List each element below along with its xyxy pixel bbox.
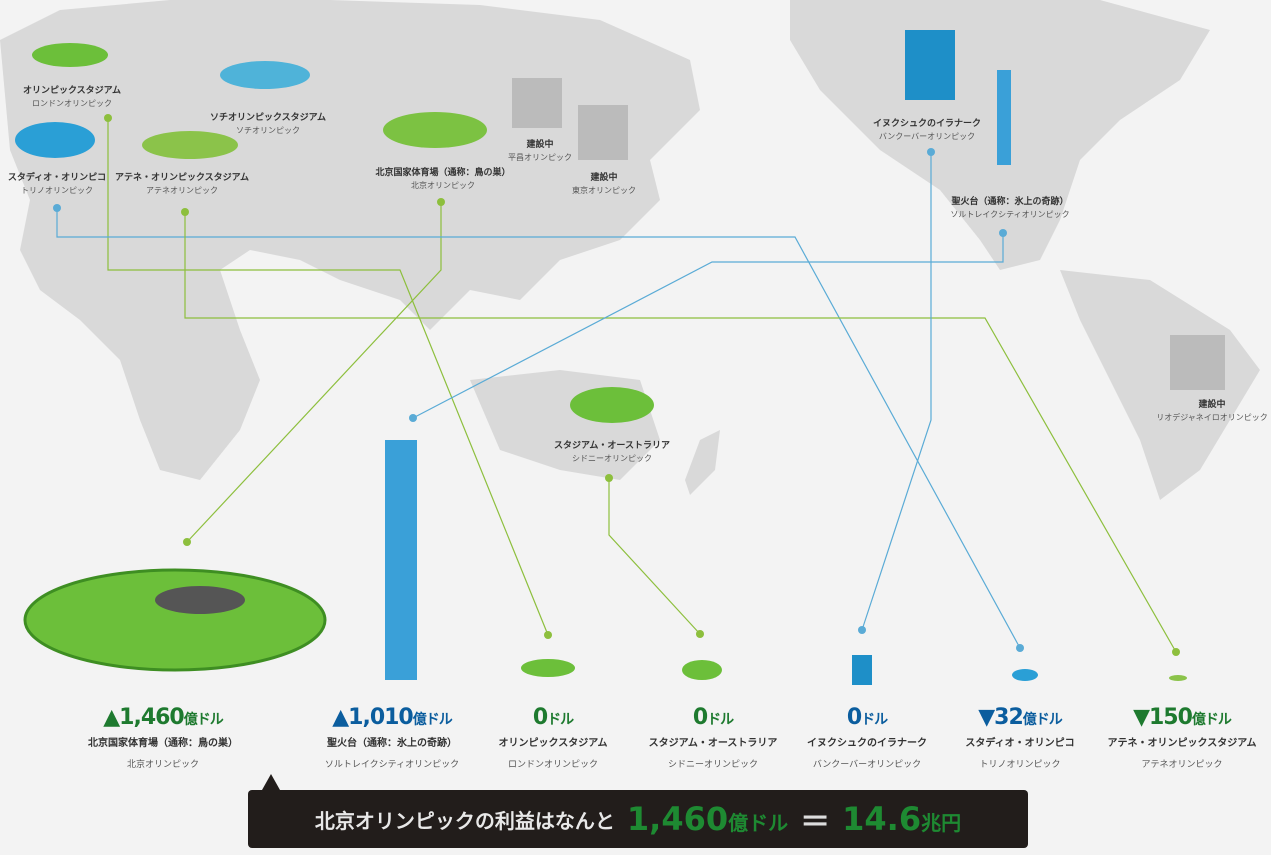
result-london: 0ドルオリンピックスタジアムロンドンオリンピック [498, 705, 608, 770]
sochi-stadium-icon [220, 61, 310, 89]
map-label-beijing: 北京国家体育場（通称：鳥の巣）北京オリンピック [375, 168, 511, 190]
result-saltlake: ▲1,010億ドル聖火台（通称：氷上の奇跡）ソルトレイクシティオリンピック [324, 705, 460, 770]
athens-stadium-icon [142, 131, 238, 159]
london-small-icon [521, 659, 575, 677]
construction-icon [1170, 335, 1225, 390]
construction-icon [512, 78, 562, 128]
map-label-athens: アテネ・オリンピックスタジアムアテネオリンピック [114, 173, 250, 195]
result-vancouver: 0ドルイヌクシュクのイラナークバンクーバーオリンピック [807, 705, 927, 770]
inukshuk-small-icon [852, 655, 872, 685]
venue-illustrations [15, 30, 1225, 685]
sydney-small-icon [682, 660, 722, 680]
continents [0, 0, 1260, 500]
result-sydney: 0ドルスタジアム・オーストラリアシドニーオリンピック [648, 705, 778, 770]
map-label-pyeongchang: 建設中平昌オリンピック [508, 140, 572, 162]
yen-amount: 14.6兆円 [842, 800, 962, 838]
torch-icon [997, 70, 1011, 165]
torch-large-icon [385, 440, 417, 680]
map-label-saltlake: 聖火台（通称：氷上の奇跡）ソルトレイクシティオリンピック [950, 197, 1070, 219]
result-beijing: ▲1,460億ドル北京国家体育場（通称：鳥の巣）北京オリンピック [88, 705, 238, 770]
torino-small-icon [1012, 669, 1038, 681]
connector-dots [53, 114, 1180, 656]
map-label-tokyo: 建設中東京オリンピック [572, 173, 636, 195]
map-label-sydney: スタジアム・オーストラリアシドニーオリンピック [554, 441, 670, 463]
map-label-torino: スタディオ・オリンピコトリノオリンピック [7, 173, 107, 195]
amount: 1,460億ドル [626, 800, 789, 838]
connector-lines [56, 118, 1177, 653]
beijing-stadium-icon [383, 112, 487, 148]
map-label-rio: 建設中リオデジャネイロオリンピック [1156, 400, 1268, 422]
map-label-sochi: ソチオリンピックスタジアムソチオリンピック [209, 113, 327, 135]
sydney-stadium-icon [570, 387, 654, 423]
result-torino: ▼32億ドルスタディオ・オリンピコトリノオリンピック [965, 705, 1075, 770]
birds-nest-large-icon [23, 568, 327, 672]
summary-banner: 北京オリンピックの利益はなんと 1,460億ドル ＝ 14.6兆円 [248, 774, 1028, 848]
london-stadium-icon [32, 43, 108, 67]
torino-stadium-icon [15, 122, 95, 158]
construction-icon [578, 105, 628, 160]
map-label-vancouver: イヌクシュクのイラナークバンクーバーオリンピック [872, 119, 982, 141]
inukshuk-icon [905, 30, 955, 100]
result-athens: ▼150億ドルアテネ・オリンピックスタジアムアテネオリンピック [1107, 705, 1257, 770]
athens-small-icon [1169, 675, 1187, 681]
map-label-london: オリンピックスタジアムロンドンオリンピック [22, 86, 122, 108]
